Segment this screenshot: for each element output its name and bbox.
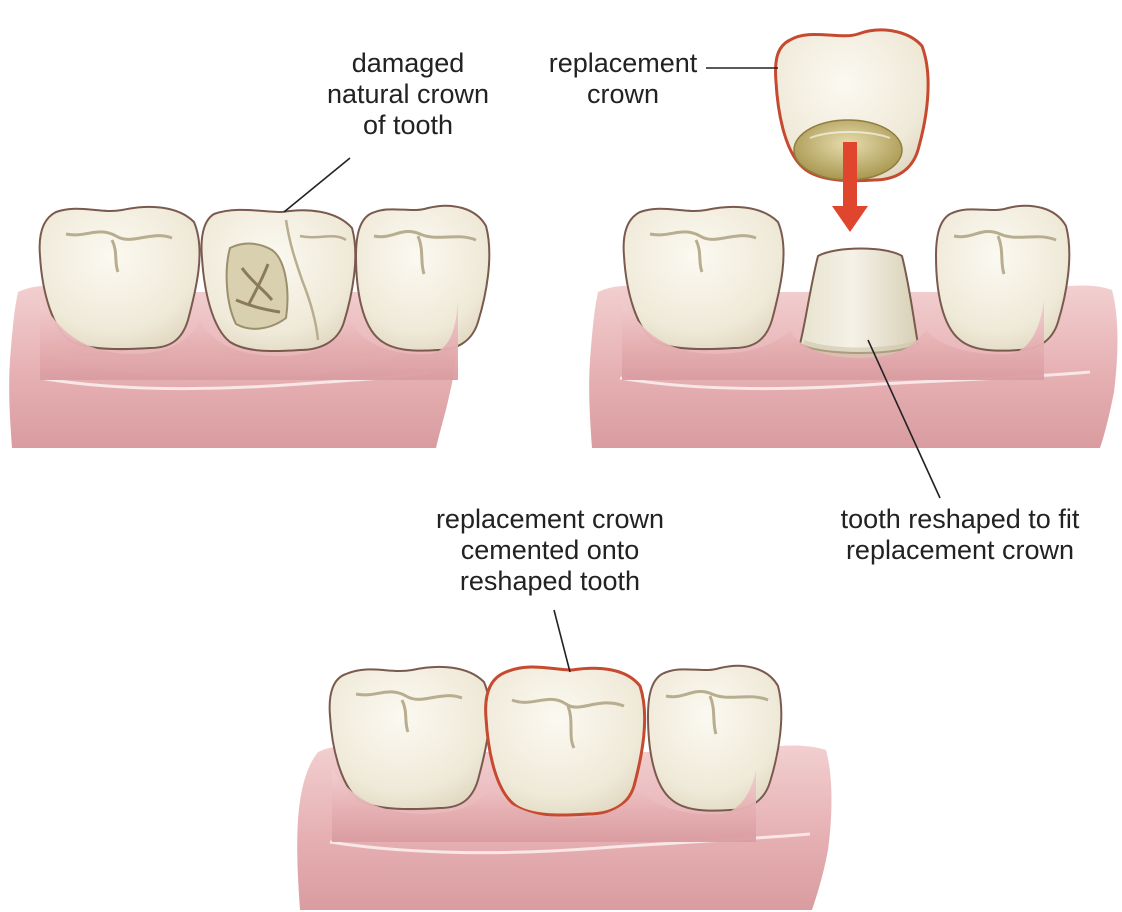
tooth bbox=[38, 205, 201, 351]
label-line: cemented onto bbox=[460, 535, 640, 565]
label-line: replacement bbox=[548, 48, 698, 78]
tooth bbox=[934, 204, 1071, 352]
leader-reshaped-tooth bbox=[867, 339, 941, 499]
panel-cemented-crown bbox=[297, 664, 832, 910]
leader-lines bbox=[283, 67, 941, 673]
label-reshaped-tooth: tooth reshaped to fit replacement crown bbox=[820, 504, 1100, 566]
label-line: natural crown bbox=[326, 79, 490, 109]
leader-damaged-crown bbox=[283, 157, 351, 213]
label-line: replacement crown bbox=[435, 504, 665, 534]
label-line: reshaped tooth bbox=[459, 566, 641, 596]
label-cemented-crown: replacement crown cemented onto reshaped… bbox=[414, 504, 686, 597]
cemented-crown-tooth bbox=[484, 665, 647, 817]
label-line: damaged bbox=[351, 48, 465, 78]
tooth bbox=[646, 664, 783, 812]
label-line: replacement crown bbox=[845, 535, 1075, 565]
down-arrow-icon bbox=[832, 142, 868, 232]
panel-damaged-tooth bbox=[9, 204, 491, 448]
tooth bbox=[622, 205, 785, 351]
label-damaged-crown: damaged natural crown of tooth bbox=[316, 48, 500, 141]
leader-cemented-crown bbox=[553, 609, 571, 673]
panel-reshaped-tooth bbox=[589, 28, 1118, 448]
tooth bbox=[328, 665, 491, 811]
label-replacement-crown: replacement crown bbox=[540, 48, 706, 110]
tooth bbox=[354, 204, 491, 352]
label-line: crown bbox=[586, 79, 660, 109]
label-line: of tooth bbox=[362, 110, 454, 140]
label-line: tooth reshaped to fit bbox=[840, 504, 1080, 534]
reshaped-tooth-stump bbox=[798, 247, 920, 354]
